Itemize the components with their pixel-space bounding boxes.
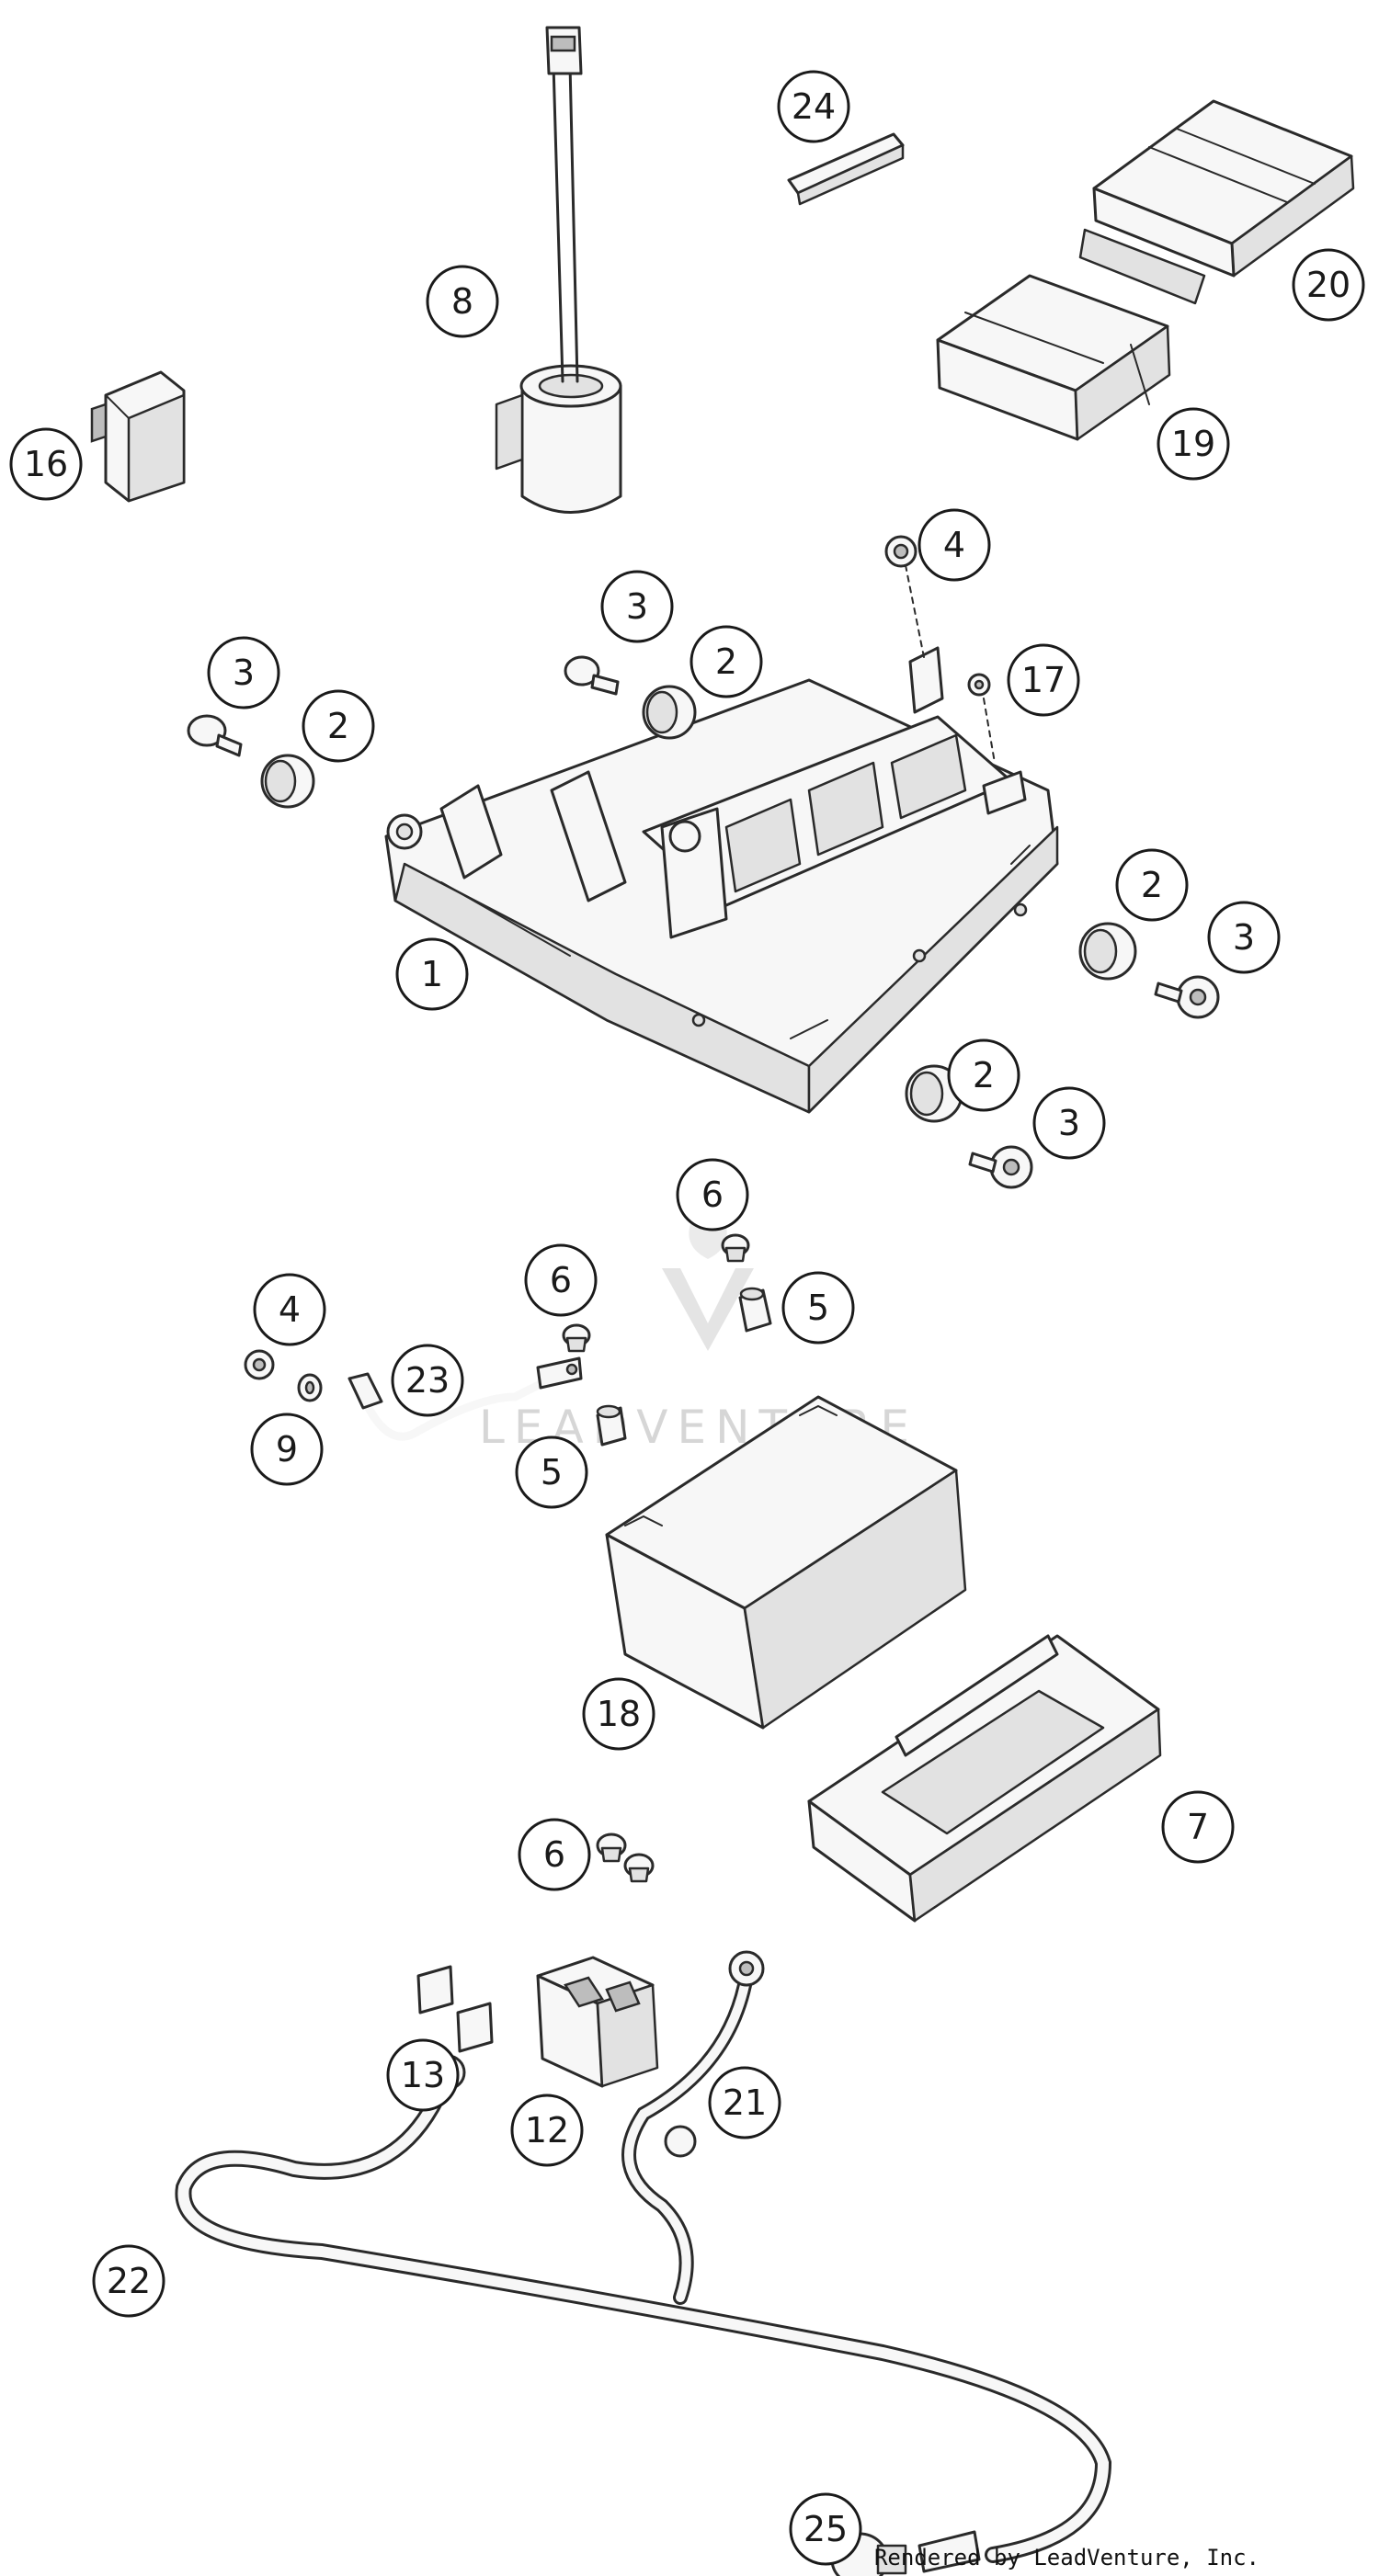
render-credit: Rendered by LeadVenture, Inc. <box>873 2545 1259 2570</box>
part-9-washer <box>297 1373 323 1402</box>
svg-text:3: 3 <box>626 586 648 627</box>
callout-7: 7 <box>1161 1790 1235 1864</box>
svg-text:20: 20 <box>1306 265 1351 305</box>
part-22-cable <box>175 2054 1112 2573</box>
svg-text:9: 9 <box>276 1429 298 1470</box>
callout-5-a: 5 <box>781 1271 855 1345</box>
callout-6-a: 6 <box>676 1158 749 1231</box>
svg-text:25: 25 <box>803 2509 848 2549</box>
callout-9: 9 <box>250 1413 324 1486</box>
callout-23: 23 <box>391 1344 464 1417</box>
svg-text:3: 3 <box>233 653 255 693</box>
svg-text:3: 3 <box>1058 1103 1080 1143</box>
callout-19: 19 <box>1157 407 1230 481</box>
part-13-fuses <box>416 1965 494 2053</box>
part-3-screw-b <box>564 655 620 696</box>
svg-text:6: 6 <box>543 1834 565 1875</box>
part-6-nut-pair <box>596 1833 655 1883</box>
svg-text:24: 24 <box>792 86 836 127</box>
svg-text:8: 8 <box>451 281 473 322</box>
svg-text:18: 18 <box>597 1694 641 1734</box>
part-12-starter-relay <box>536 1956 659 2088</box>
part-18-battery <box>605 1395 967 1730</box>
part-3-screw-c <box>1154 975 1220 1019</box>
svg-text:4: 4 <box>279 1289 301 1330</box>
callout-17: 17 <box>1007 643 1080 717</box>
svg-text:13: 13 <box>401 2055 445 2095</box>
svg-text:2: 2 <box>1141 865 1163 905</box>
svg-text:19: 19 <box>1171 424 1215 464</box>
part-7-battery-tray <box>807 1634 1162 1923</box>
callout-16: 16 <box>9 427 83 501</box>
svg-text:2: 2 <box>715 641 737 682</box>
callout-18: 18 <box>582 1677 655 1751</box>
callout-22: 22 <box>92 2244 165 2318</box>
callout-12: 12 <box>510 2094 584 2167</box>
part-6-nut-a <box>721 1233 750 1263</box>
callout-4-lower: 4 <box>253 1273 326 1346</box>
svg-text:2: 2 <box>973 1055 995 1095</box>
part-5-spacer-b <box>596 1404 627 1447</box>
part-24-strip <box>787 132 905 206</box>
callout-20: 20 <box>1292 248 1365 322</box>
callout-3-b: 3 <box>600 570 674 643</box>
callout-2-d: 2 <box>947 1038 1020 1112</box>
svg-text:7: 7 <box>1187 1807 1209 1847</box>
svg-text:3: 3 <box>1233 917 1255 958</box>
svg-text:5: 5 <box>541 1452 563 1492</box>
svg-text:21: 21 <box>723 2082 767 2123</box>
part-8-sensor <box>495 26 622 514</box>
part-4-screw-lower <box>244 1349 275 1380</box>
part-3-screw-a <box>187 714 243 757</box>
svg-text:6: 6 <box>550 1260 572 1300</box>
callout-6-b: 6 <box>524 1243 598 1317</box>
callout-6-c: 6 <box>518 1818 591 1891</box>
part-21-cable <box>621 1950 765 2305</box>
callout-3-a: 3 <box>207 636 280 709</box>
part-20-control-unit <box>1078 99 1355 305</box>
svg-text:17: 17 <box>1021 660 1066 700</box>
watermark-logo <box>662 1268 754 1351</box>
svg-text:12: 12 <box>525 2110 569 2150</box>
part-2-grommet-c <box>1078 922 1137 981</box>
callout-5-b: 5 <box>515 1436 588 1509</box>
svg-text:5: 5 <box>807 1288 829 1328</box>
svg-text:4: 4 <box>943 525 965 565</box>
part-23-cable <box>348 1356 583 1441</box>
part-16-relay <box>90 370 186 503</box>
part-2-grommet-a <box>260 754 315 809</box>
svg-text:1: 1 <box>421 954 443 994</box>
part-6-nut-b <box>562 1323 591 1353</box>
callout-2-c: 2 <box>1115 848 1189 922</box>
part-5-spacer-a <box>738 1287 772 1333</box>
callout-2-b: 2 <box>690 625 763 698</box>
callout-24: 24 <box>777 70 850 143</box>
callout-3-d: 3 <box>1032 1086 1106 1160</box>
callout-1: 1 <box>395 937 469 1011</box>
part-4-screw-top <box>884 535 925 658</box>
svg-text:16: 16 <box>24 444 68 484</box>
part-2-grommet-b <box>642 685 697 740</box>
svg-text:22: 22 <box>107 2261 151 2301</box>
part-1-battery-holder <box>384 646 1059 1114</box>
callout-21: 21 <box>708 2066 781 2139</box>
part-19-control-unit <box>936 274 1171 441</box>
part-3-screw-d <box>968 1145 1033 1189</box>
callout-4-top: 4 <box>917 508 991 582</box>
part-17-nut <box>967 673 996 764</box>
callout-3-c: 3 <box>1207 901 1281 974</box>
svg-text:23: 23 <box>405 1360 450 1401</box>
callout-8: 8 <box>426 265 499 338</box>
callout-13: 13 <box>386 2038 460 2112</box>
callout-2-a: 2 <box>302 689 375 763</box>
callout-25: 25 <box>789 2492 862 2566</box>
svg-text:6: 6 <box>701 1175 724 1215</box>
svg-text:2: 2 <box>327 706 349 746</box>
